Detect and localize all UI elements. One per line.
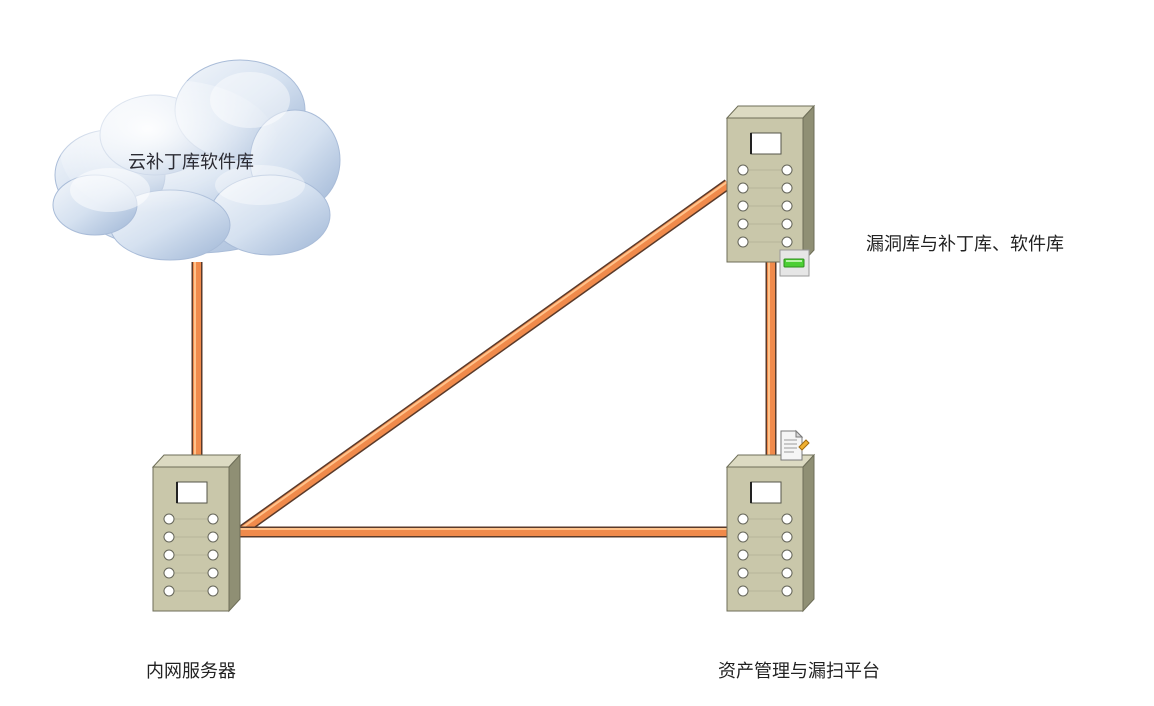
- link-intranet-asset: [240, 526, 728, 538]
- asset-server-label: 资产管理与漏扫平台: [718, 661, 880, 682]
- link-intranet-vuln: [236, 179, 732, 537]
- vuln-server-icon: [726, 105, 815, 263]
- link-cloud-intranet: [191, 262, 203, 458]
- document-edit-icon: [780, 429, 810, 461]
- intranet-server-label: 内网服务器: [146, 661, 236, 682]
- cloud-label: 云补丁库软件库: [128, 152, 254, 173]
- cloud-icon: [52, 59, 341, 261]
- vuln-server-label: 漏洞库与补丁库、软件库: [866, 234, 1064, 255]
- link-vuln-asset: [765, 262, 777, 458]
- green-status-icon: [779, 249, 810, 277]
- intranet-server-icon: [152, 454, 241, 612]
- asset-server-icon: [726, 454, 815, 612]
